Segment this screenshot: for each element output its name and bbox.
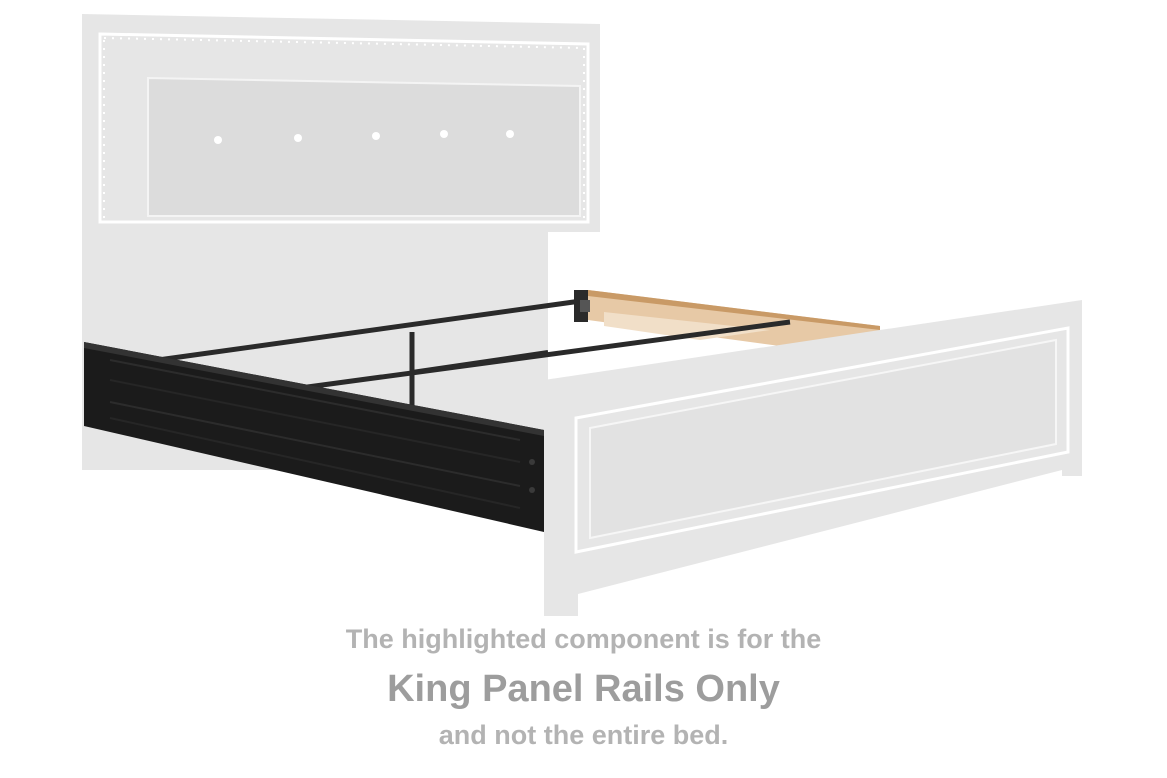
far-side-rail xyxy=(157,290,590,363)
caption-disclaimer: and not the entire bed. xyxy=(438,720,729,750)
caption-intro: The highlighted component is for the xyxy=(345,624,822,654)
footboard-ghost xyxy=(544,300,1082,616)
caption-product-name: King Panel Rails Only xyxy=(387,668,780,710)
highlighted-side-rail xyxy=(84,342,544,532)
headboard-ghost xyxy=(82,14,600,470)
bed-illustration xyxy=(82,14,1082,616)
tufting-buttons xyxy=(214,130,514,144)
wood-slat-support xyxy=(588,290,880,346)
